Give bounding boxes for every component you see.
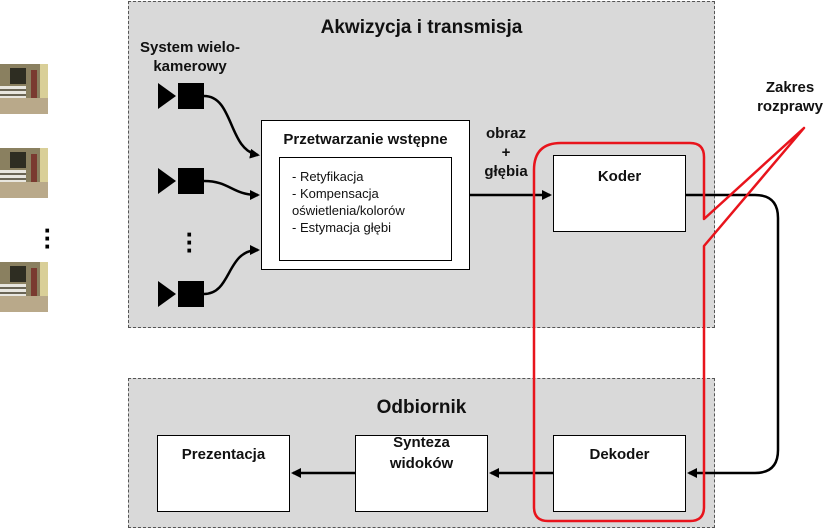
preprocessing-box: Przetwarzanie wstępne - Retyfikacja - Ko… <box>261 120 470 270</box>
camera-system-label-line1: System wielo- <box>139 39 241 56</box>
stream-label-line2: + <box>501 144 511 161</box>
stream-label-line1: obraz <box>485 125 526 142</box>
camera-image-1 <box>0 64 48 114</box>
scope-label-line1: Zakres <box>765 79 815 96</box>
arrow-coder-decoder <box>686 193 780 478</box>
coder-box: Koder <box>553 155 686 232</box>
view-synthesis-line1: Synteza <box>393 434 450 451</box>
ellipsis-cameras-left: ··· <box>43 215 53 261</box>
stream-label-line3: głębia <box>484 163 528 180</box>
view-synthesis-label: Synteza widoków <box>356 434 487 473</box>
step-depth-estimation: - Estymacja głębi <box>292 220 391 235</box>
view-synthesis-line2: widoków <box>389 455 454 472</box>
scope-label-line2: rozprawy <box>757 98 823 115</box>
camera-image-3 <box>0 262 48 312</box>
camera-icon-2 <box>158 168 204 194</box>
decoder-box: Dekoder <box>553 435 686 512</box>
arrow-camera1-preprocessing <box>203 94 260 159</box>
coder-label: Koder <box>597 168 642 185</box>
arrow-camera3-preprocessing <box>203 245 260 296</box>
presentation-label: Prezentacja <box>181 446 266 463</box>
step-compensation: - Kompensacja <box>292 186 379 201</box>
acquisition-panel-title: Akwizycja i transmisja <box>320 17 523 38</box>
decoder-label: Dekoder <box>589 446 650 463</box>
receiver-panel-title: Odbiornik <box>376 397 467 418</box>
arrow-camera2-preprocessing <box>203 179 260 200</box>
scope-label: Zakres rozprawy <box>748 78 832 116</box>
presentation-box: Prezentacja <box>157 435 290 512</box>
scope-outline <box>532 126 806 523</box>
camera-image-2 <box>0 148 48 198</box>
view-synthesis-box: Synteza widoków <box>355 434 488 512</box>
camera-system-label-line2: kamerowy <box>153 58 227 75</box>
step-rectification: - Retyfikacja <box>292 169 364 184</box>
step-compensation-cont: oświetlenia/kolorów <box>292 203 405 218</box>
preprocessing-title: Przetwarzanie wstępne <box>283 131 448 148</box>
stream-label: obraz + głębia <box>468 124 544 181</box>
ellipsis-cameras: ··· <box>185 219 195 265</box>
camera-icon-1 <box>158 83 204 109</box>
preprocessing-steps: - Retyfikacja - Kompensacja oświetlenia/… <box>279 157 452 261</box>
camera-icon-3 <box>158 281 204 307</box>
camera-system-label: System wielo- kamerowy <box>128 38 252 76</box>
